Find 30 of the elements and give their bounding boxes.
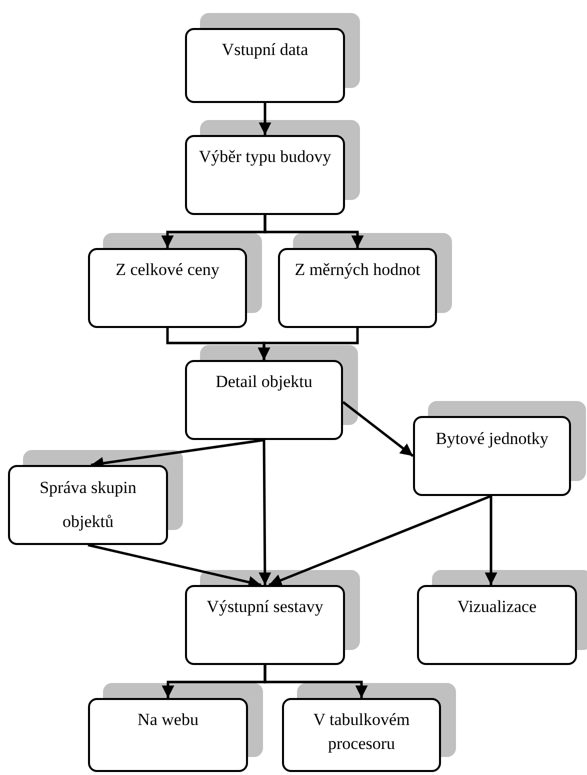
box-label: Vizualizace xyxy=(456,596,538,618)
process-box xyxy=(88,248,247,328)
arrow xyxy=(264,665,368,698)
process-box xyxy=(185,135,345,215)
arrow xyxy=(258,440,272,585)
process-box xyxy=(185,585,345,665)
box-label: Detail objektu xyxy=(214,371,314,393)
process-box xyxy=(278,248,437,328)
box-label: Správa skupin objektů xyxy=(38,477,138,533)
arrow xyxy=(342,401,414,457)
process-box xyxy=(413,416,571,496)
arrow xyxy=(264,215,364,248)
process-box xyxy=(185,28,345,103)
box-label: Vstupní data xyxy=(220,39,310,61)
box-label: Z měrných hodnot xyxy=(294,259,422,281)
arrow xyxy=(258,103,272,135)
box-label: Výběr typu budovy xyxy=(198,146,332,168)
box-label: Výstupní sestavy xyxy=(206,596,324,618)
process-box xyxy=(185,360,343,440)
process-box xyxy=(417,585,577,665)
process-box xyxy=(88,698,248,772)
box-label: Bytové jednotky xyxy=(434,428,550,450)
box-label: Z celkové ceny xyxy=(114,259,220,281)
box-label: V tabulkovém procesoru xyxy=(312,709,411,755)
arrow xyxy=(484,496,498,585)
arrow xyxy=(258,328,359,360)
process-box xyxy=(282,698,441,772)
process-box xyxy=(8,465,168,545)
box-label: Na webu xyxy=(136,709,200,731)
arrow xyxy=(268,494,492,586)
